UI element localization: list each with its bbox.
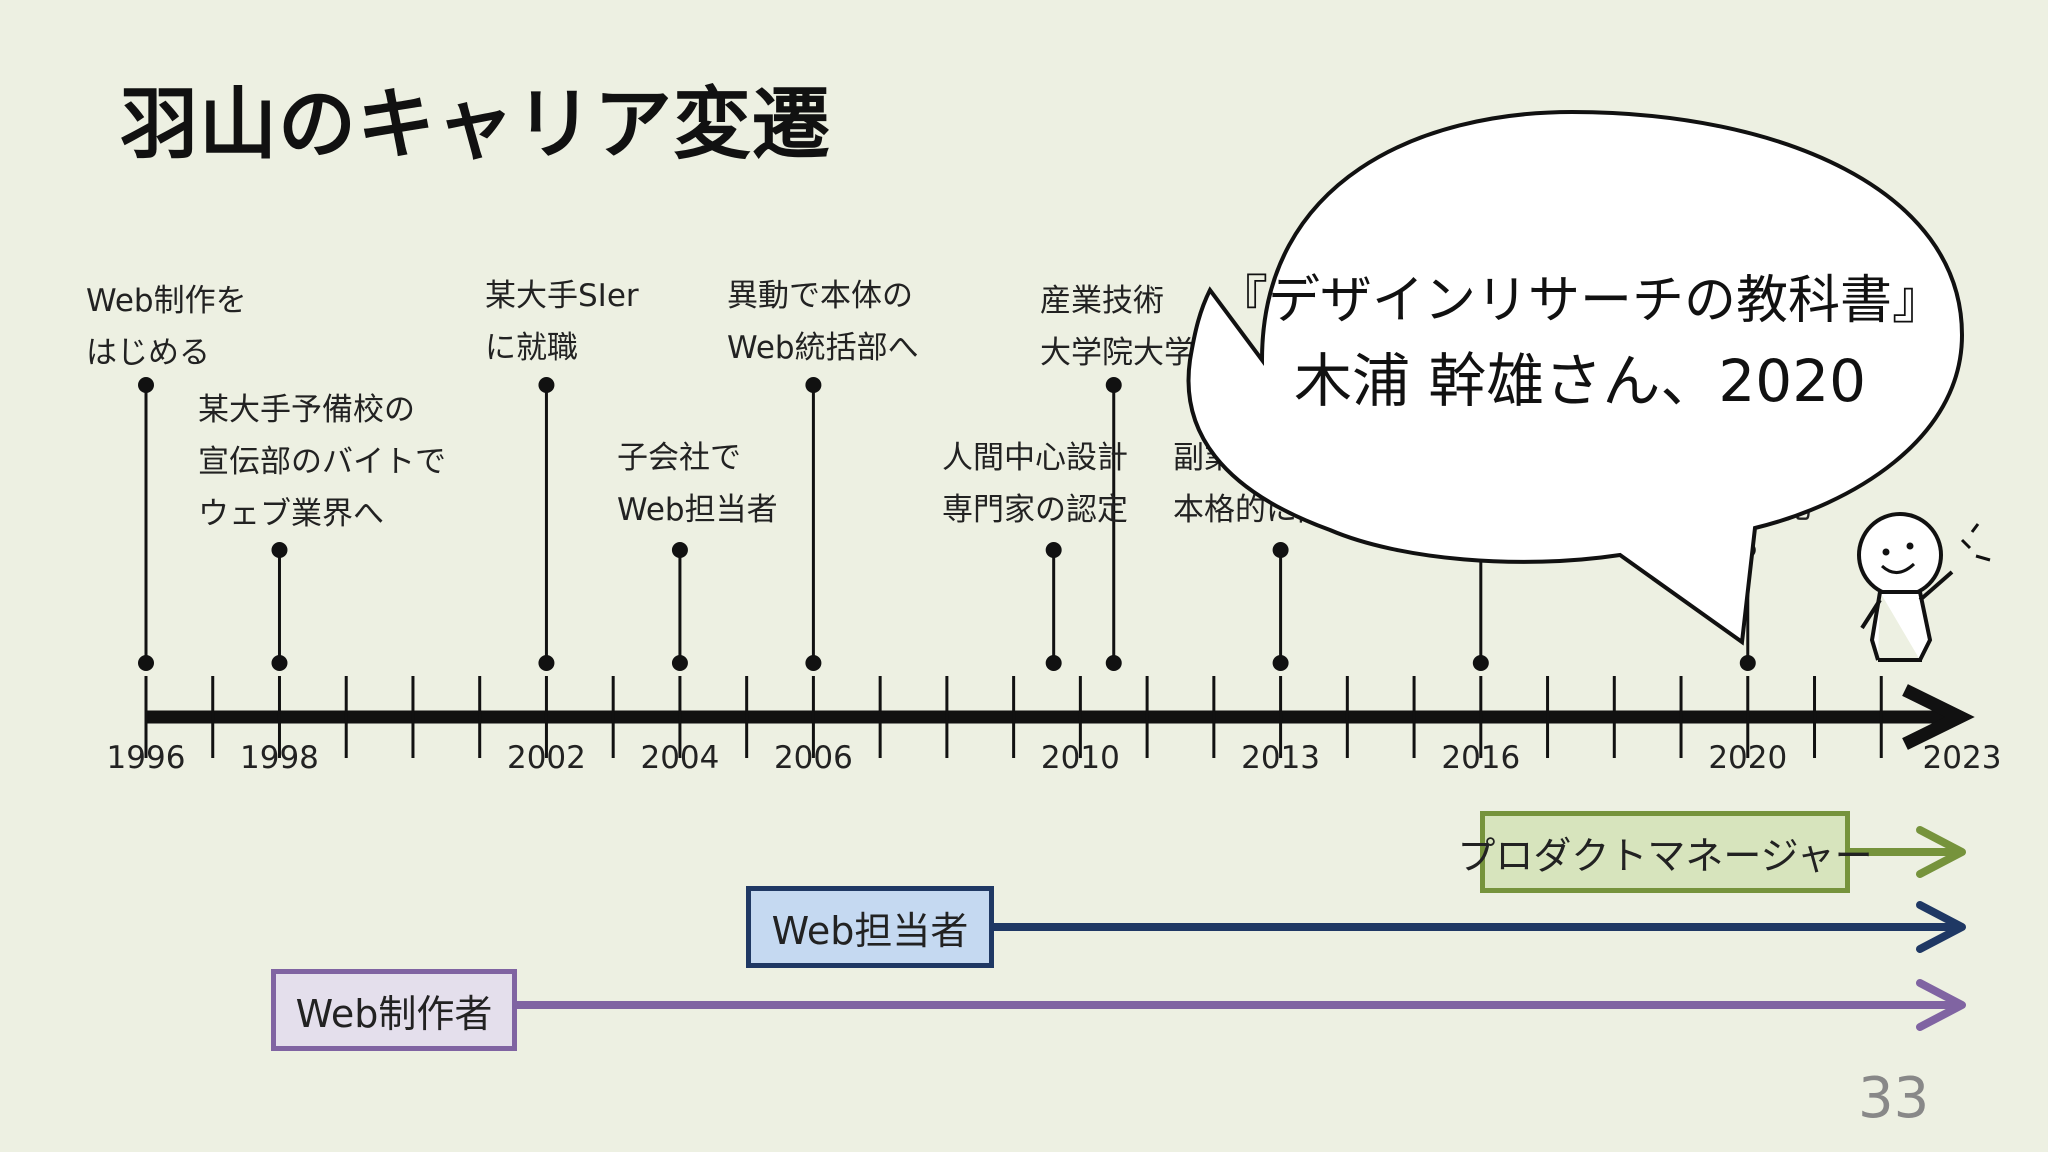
event-axis-dot <box>271 655 288 671</box>
event-label: 産業技術大学院大学 <box>1040 275 1195 379</box>
callout-book-title: 『デザインリサーチの教科書』 <box>1215 271 1944 331</box>
event-axis-dot <box>1272 655 1289 671</box>
role-box: Web制作者 <box>271 969 517 1051</box>
event-label-line: はじめる <box>86 335 210 371</box>
event-label: 某大手SIer に就職 <box>485 270 639 374</box>
event-label: 某大手予備校の宣伝部のバイトでウェブ業界へ <box>198 384 446 540</box>
event-top-dot <box>138 377 154 393</box>
role-box: Web担当者 <box>746 886 994 968</box>
event-top-dot <box>1272 542 1289 558</box>
event-axis-dot <box>1472 655 1489 671</box>
event-axis-dot <box>138 655 154 671</box>
year-label: 2016 <box>1441 740 1521 776</box>
event-label-line: 人間中心設計 <box>942 440 1128 476</box>
event-axis-dot <box>538 655 555 671</box>
event-label-line: 産業技術 <box>1040 283 1164 319</box>
year-label: 2006 <box>773 740 853 776</box>
event-label-line: ウェブ業界へ <box>198 496 384 532</box>
event-top-dot <box>671 542 688 558</box>
page-number: 33 <box>1858 1066 1930 1131</box>
event-label-line: Web統括部へ <box>727 330 919 366</box>
event-label-line: に就職 <box>485 330 578 366</box>
event-label-line: 大学院大学 <box>1040 335 1195 371</box>
year-label: 2020 <box>1708 740 1788 776</box>
event-label: 異動で本体の Web統括部へ <box>727 270 919 374</box>
event-label-line: 某大手予備校の <box>198 392 415 428</box>
event-label: Web制作をはじめる <box>86 275 247 379</box>
event-top-dot <box>538 377 555 393</box>
event-axis-dot <box>805 655 822 671</box>
event-label-line: 異動で本体の <box>727 278 913 314</box>
event-axis-dot <box>671 655 688 671</box>
year-label: 2004 <box>640 740 720 776</box>
event-label: 人間中心設計専門家の認定 <box>942 432 1128 536</box>
year-label: 2010 <box>1040 740 1120 776</box>
event-label-line: 子会社で <box>617 440 741 476</box>
event-label-line: 宣伝部のバイトで <box>198 444 446 480</box>
role-arrowhead <box>1916 901 1966 953</box>
year-label: 1996 <box>106 740 186 776</box>
role-arrowhead <box>1916 826 1966 878</box>
event-label-line: 某大手SIer <box>485 278 639 314</box>
event-label-line: Web担当者 <box>617 492 778 528</box>
event-axis-dot <box>1105 655 1122 671</box>
slide-title: 羽山のキャリア変遷 <box>120 80 832 170</box>
event-top-dot <box>271 542 288 558</box>
event-top-dot <box>1105 377 1122 393</box>
timeline-axis-arrowhead <box>1902 684 1975 750</box>
event-axis-dot <box>1045 655 1062 671</box>
event-label-line: 専門家の認定 <box>942 492 1128 528</box>
year-label: 2002 <box>506 740 586 776</box>
event-top-dot <box>805 377 822 393</box>
event-axis-dot <box>1739 655 1756 671</box>
event-label-line: Web制作を <box>86 283 247 319</box>
role-box: プロダクトマネージャー <box>1457 811 1873 893</box>
event-top-dot <box>1045 542 1062 558</box>
callout-author: 木浦 幹雄さん、2020 <box>1293 347 1867 415</box>
year-label: 2023 <box>1922 740 2002 776</box>
speech-bubble-shape <box>1186 109 1965 646</box>
event-label: 子会社で Web担当者 <box>617 432 778 536</box>
role-arrowhead <box>1916 979 1966 1031</box>
year-label: 2013 <box>1241 740 1321 776</box>
year-label: 1998 <box>240 740 319 776</box>
